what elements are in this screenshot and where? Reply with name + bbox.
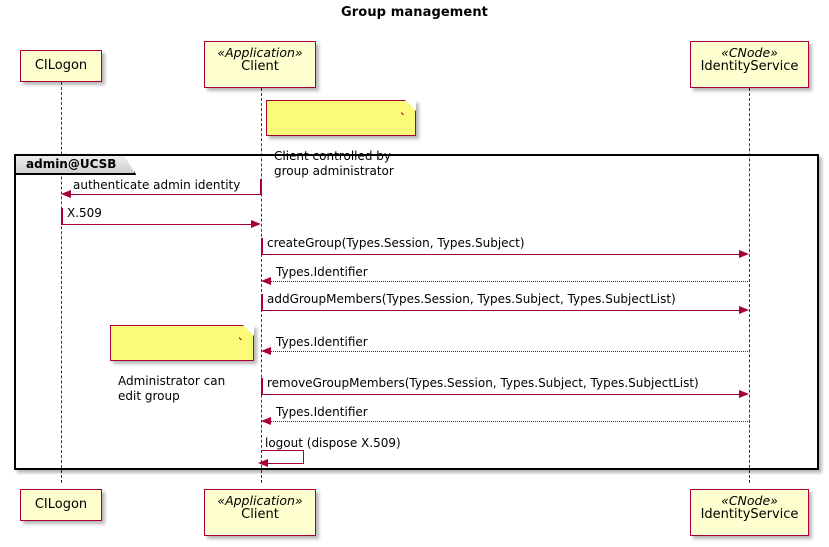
group-frame-label: admin@UCSB xyxy=(16,156,136,175)
page-title: Group management xyxy=(341,5,488,20)
group-frame-label-text: admin@UCSB xyxy=(26,157,117,171)
participant-stereotype: «CNode» xyxy=(721,493,778,508)
message-arrowhead-types-identifier-2 xyxy=(261,347,271,355)
participant-name: CILogon xyxy=(34,496,88,512)
participant-name: Client xyxy=(241,507,279,522)
message-label-authenticate-admin-identity: authenticate admin identity xyxy=(73,178,241,192)
message-selfcall-logout xyxy=(261,450,304,464)
participant-stereotype: «CNode» xyxy=(721,45,778,60)
participant-name: CILogon xyxy=(34,57,88,73)
message-arrowhead-authenticate-admin-identity xyxy=(61,190,71,198)
note-fold-edge-icon xyxy=(239,325,254,340)
message-label-creategroup: createGroup(Types.Session, Types.Subject… xyxy=(267,236,525,250)
note-admin-edit: Administrator can edit group xyxy=(110,325,254,403)
lifeline-cilogon xyxy=(61,82,62,483)
note-text: Administrator can edit group xyxy=(118,373,226,403)
message-arrowhead-removegroupmembers xyxy=(739,390,749,398)
message-arrowhead-creategroup xyxy=(739,250,749,258)
message-line-x509 xyxy=(61,224,251,225)
participant-client-bottom[interactable]: «Application» Client xyxy=(204,489,316,536)
participant-cilogon-bottom[interactable]: CILogon xyxy=(20,489,102,521)
message-label-types-identifier-1: Types.Identifier xyxy=(276,265,368,279)
participant-name: IdentityService xyxy=(700,507,799,522)
message-line-types-identifier-3 xyxy=(266,421,750,422)
participant-identityservice-top[interactable]: «CNode» IdentityService xyxy=(690,41,809,88)
message-label-types-identifier-2: Types.Identifier xyxy=(276,335,368,349)
message-label-types-identifier-3: Types.Identifier xyxy=(276,405,368,419)
participant-name: Client xyxy=(241,59,279,74)
message-arrowhead-logout xyxy=(258,459,268,467)
message-label-removegroupmembers: removeGroupMembers(Types.Session, Types.… xyxy=(267,376,699,390)
participant-cilogon-top[interactable]: CILogon xyxy=(20,50,102,82)
participant-identityservice-bottom[interactable]: «CNode» IdentityService xyxy=(690,489,809,536)
message-label-logout: logout (dispose X.509) xyxy=(265,436,401,450)
message-line-removegroupmembers xyxy=(261,394,739,395)
message-arrowhead-x509 xyxy=(251,220,261,228)
note-client-controlled: Client controlled by group administrator xyxy=(266,100,416,178)
message-arrowhead-types-identifier-1 xyxy=(261,277,271,285)
lifeline-identityservice xyxy=(749,88,750,483)
message-line-addgroupmembers xyxy=(261,310,739,311)
participant-stereotype: «Application» xyxy=(217,493,303,508)
message-line-types-identifier-2 xyxy=(266,351,750,352)
message-label-addgroupmembers: addGroupMembers(Types.Session, Types.Sub… xyxy=(267,292,676,306)
message-line-creategroup xyxy=(261,254,739,255)
participant-stereotype: «Application» xyxy=(217,45,303,60)
group-frame-admin-ucsb xyxy=(14,154,819,470)
lifeline-client xyxy=(261,88,262,483)
message-arrowhead-addgroupmembers xyxy=(739,306,749,314)
participant-name: IdentityService xyxy=(700,59,799,74)
message-tail-authenticate-admin-identity xyxy=(260,179,262,195)
message-label-x509: X.509 xyxy=(67,206,102,220)
note-fold-edge-icon xyxy=(401,100,416,115)
message-arrowhead-types-identifier-3 xyxy=(261,417,271,425)
message-line-authenticate-admin-identity xyxy=(66,194,261,195)
message-line-types-identifier-1 xyxy=(266,281,750,282)
participant-client-top[interactable]: «Application» Client xyxy=(204,41,316,88)
note-text: Client controlled by group administrator xyxy=(274,148,394,178)
